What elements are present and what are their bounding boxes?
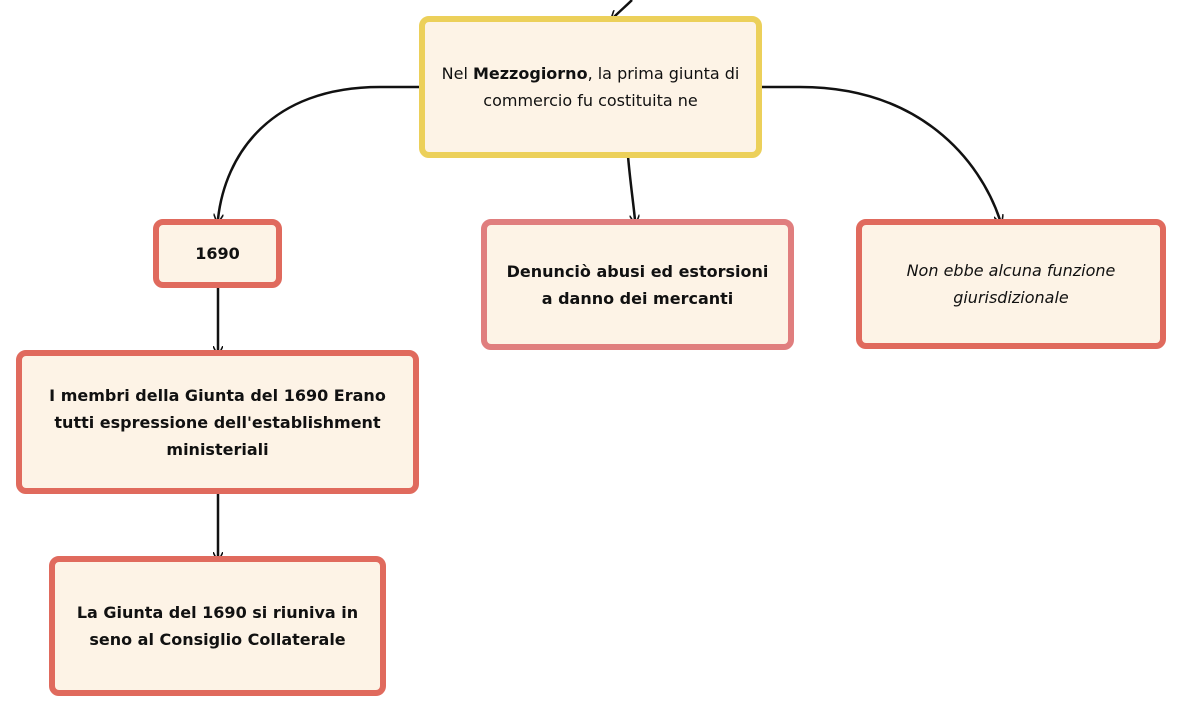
- membri-label: I membri della Giunta del 1690 Erano tut…: [49, 385, 386, 459]
- edge-root-to-1690: [218, 85, 420, 219]
- denuncio-label: Denunciò abusi ed estorsioni a danno dei…: [506, 261, 769, 308]
- edge-root-to-denuncio: [626, 155, 635, 220]
- root-node-prefix: Nel: [441, 64, 473, 83]
- root-node-emphasis: Mezzogiorno: [472, 64, 588, 83]
- seno-label: La Giunta del 1690 si riuniva in seno al…: [76, 603, 359, 649]
- non-ebbe-node[interactable]: Non ebbe alcuna funzione giurisdizionale: [856, 219, 1166, 349]
- incoming-edge: [614, 0, 633, 17]
- membri-node[interactable]: I membri della Giunta del 1690 Erano tut…: [16, 350, 419, 494]
- year-1690-node[interactable]: 1690: [153, 219, 282, 288]
- edge-root-to-non-ebbe: [761, 85, 1000, 220]
- root-node[interactable]: Nel Mezzogiorno, la prima giunta di comm…: [419, 16, 762, 158]
- denuncio-node[interactable]: Denunciò abusi ed estorsioni a danno dei…: [481, 219, 794, 350]
- root-node-text: Nel Mezzogiorno, la prima giunta di comm…: [437, 60, 744, 114]
- year-1690-label: 1690: [195, 244, 240, 263]
- non-ebbe-label: Non ebbe alcuna funzione giurisdizionale: [906, 261, 1116, 307]
- seno-node[interactable]: La Giunta del 1690 si riuniva in seno al…: [49, 556, 386, 696]
- root-node-suffix: , la prima giunta di commercio fu costit…: [483, 64, 740, 110]
